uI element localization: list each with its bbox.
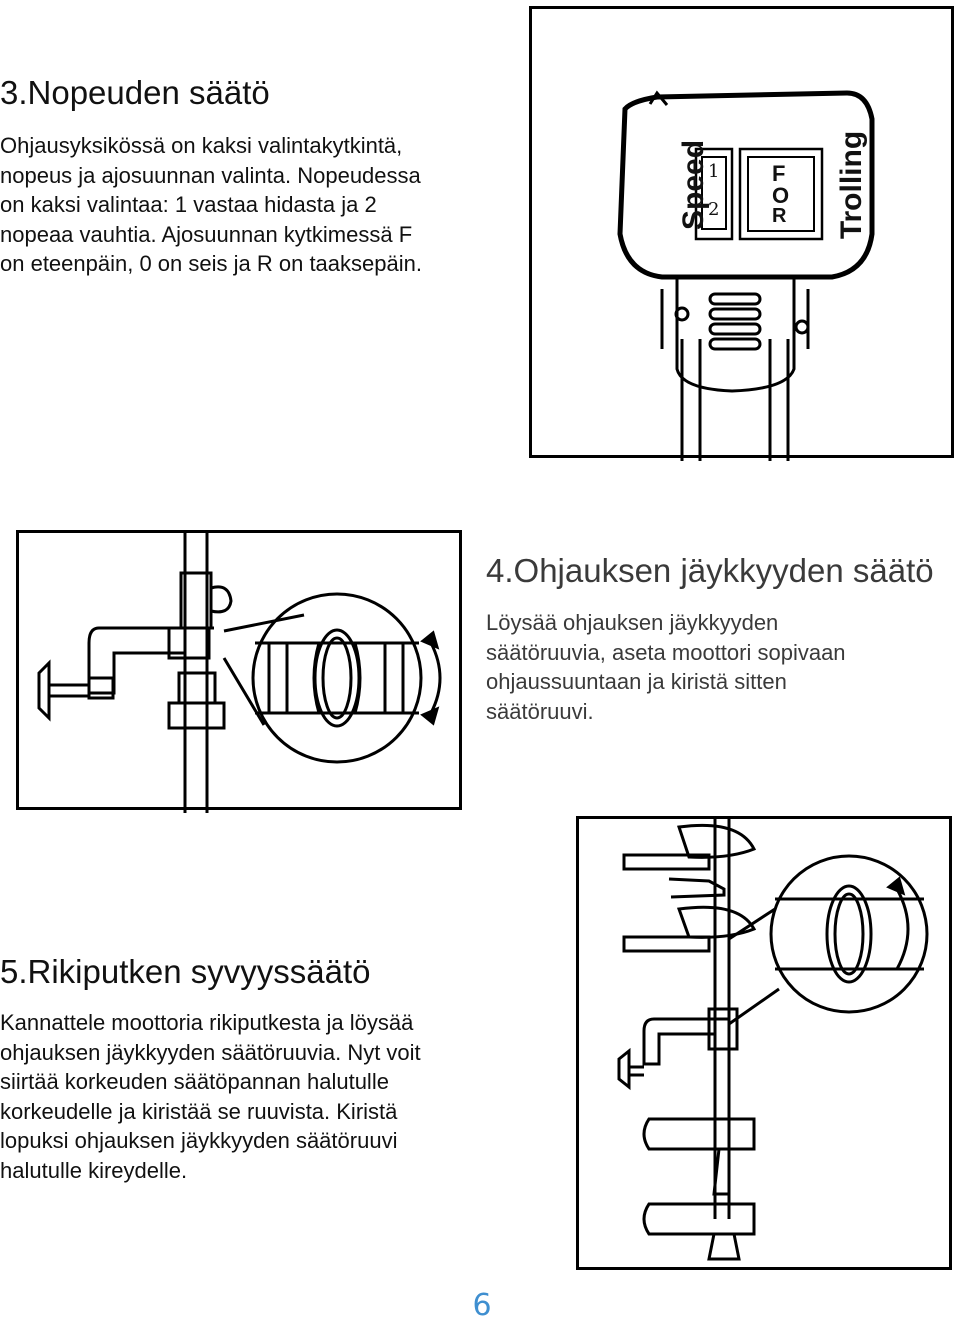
text-line: säätöruuvia, aseta moottori sopivaan bbox=[486, 639, 846, 665]
section-3-heading: 3.Nopeuden säätö bbox=[0, 74, 270, 111]
trolling-label: Trolling bbox=[835, 130, 868, 240]
text-line: Kannattele moottoria rikiputkesta ja löy… bbox=[0, 1010, 414, 1035]
control-handle-figure: Speed Trolling 1 2 F O R bbox=[529, 6, 954, 461]
depth-adjustment-figure bbox=[576, 816, 952, 1270]
page-number: 6 bbox=[472, 1288, 492, 1323]
text-line: ohjaussuuntaan ja kiristä sitten bbox=[486, 669, 787, 694]
text-line: siirtää korkeuden säätöpannan halutulle bbox=[0, 1069, 389, 1094]
speed-option-2: 2 bbox=[708, 199, 720, 220]
section-5-text: Kannattele moottoria rikiputkesta ja löy… bbox=[0, 1008, 421, 1185]
text-line: on eteenpäin, 0 on seis ja R on taaksepä… bbox=[0, 251, 422, 276]
text-line: Löysää ohjauksen jäykkyyden bbox=[486, 610, 779, 635]
section-4-heading: 4.Ohjauksen jäykkyyden säätö bbox=[486, 552, 934, 589]
section-5-heading: 5.Rikiputken syvyyssäätö bbox=[0, 953, 371, 990]
text-line: ohjauksen jäykkyyden säätöruuvia. Nyt vo… bbox=[0, 1039, 421, 1065]
text-line: Ohjausyksikössä on kaksi valintakytkintä… bbox=[0, 133, 403, 158]
section-3-text: Ohjausyksikössä on kaksi valintakytkintä… bbox=[0, 131, 422, 279]
direction-f-label: F bbox=[772, 161, 786, 186]
text-line: nopeaa vauhtia. Ajosuunnan kytkimessä F bbox=[0, 221, 413, 247]
text-line: nopeus ja ajosuunnan valinta. Nopeudessa bbox=[0, 162, 421, 188]
text-line: korkeudelle ja kiristää se ruuvista. Kir… bbox=[0, 1098, 398, 1124]
text-line: lopuksi ohjauksen jäykkyyden säätöruuvi bbox=[0, 1128, 398, 1153]
depth-adjustment-illustration bbox=[617, 819, 929, 1261]
text-line: halutulle kireydelle. bbox=[0, 1157, 188, 1183]
steering-tension-illustration bbox=[37, 533, 442, 813]
section-4-text: Löysää ohjauksen jäykkyyden säätöruuvia,… bbox=[486, 608, 846, 726]
text-line: säätöruuvi. bbox=[486, 698, 594, 724]
text-line: on kaksi valintaa: 1 vastaa hidasta ja 2 bbox=[0, 192, 377, 217]
speed-option-1: 1 bbox=[708, 161, 720, 182]
control-handle-illustration bbox=[617, 90, 875, 461]
speed-label: Speed bbox=[677, 139, 710, 231]
steering-tension-figure bbox=[16, 530, 462, 813]
direction-r-label: R bbox=[772, 205, 787, 227]
direction-0-label: O bbox=[772, 183, 790, 208]
